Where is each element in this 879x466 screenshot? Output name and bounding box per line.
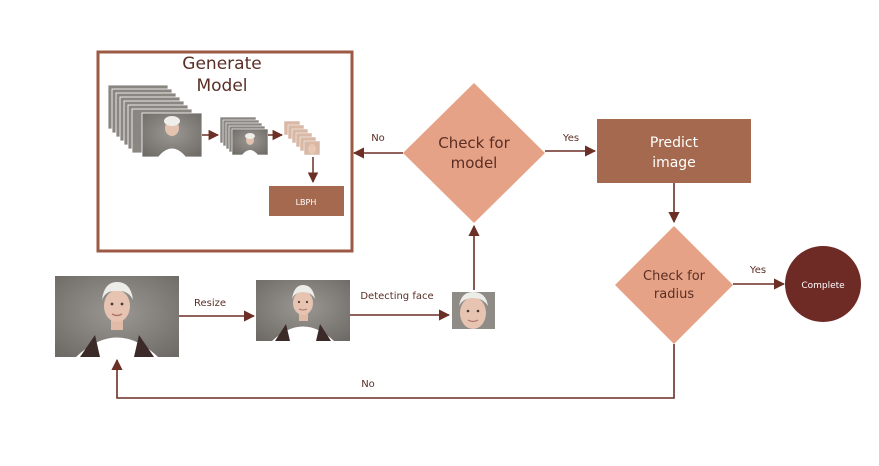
resized-photo [256,280,350,341]
check-radius-line1: Check for [643,269,706,284]
complete-label: Complete [801,281,845,291]
check-radius-line2: radius [654,287,694,302]
label-detecting-face: Detecting face [360,291,433,302]
training-image-stack-large [107,84,203,158]
input-photo [55,276,179,357]
check-for-model-decision: Check for model [403,83,545,223]
label-yes-predict: Yes [562,133,579,144]
training-image-stack-medium [219,116,269,156]
arrow-no-loop-back [111,344,675,399]
label-resize: Resize [194,298,226,309]
label-yes-complete: Yes [749,265,766,276]
generate-model-title-line1: Generate [182,54,261,74]
face-crop [452,292,495,329]
face-crop-stack [283,120,321,156]
lbph-label: LBPH [296,198,317,207]
predict-line2: image [652,155,696,171]
generate-model-title-line2: Model [196,76,247,96]
check-model-line2: model [451,154,498,172]
generate-model-box: Generate Model [96,50,354,253]
check-for-radius-decision: Check for radius [615,226,733,344]
complete-node: Complete [785,246,861,322]
check-model-line1: Check for [438,134,510,152]
lbph-box: LBPH [269,186,344,216]
label-no-loop-back: No [361,379,375,390]
predict-line1: Predict [650,135,699,151]
label-no-generate: No [371,133,385,144]
predict-image-box: Predict image [597,119,751,183]
